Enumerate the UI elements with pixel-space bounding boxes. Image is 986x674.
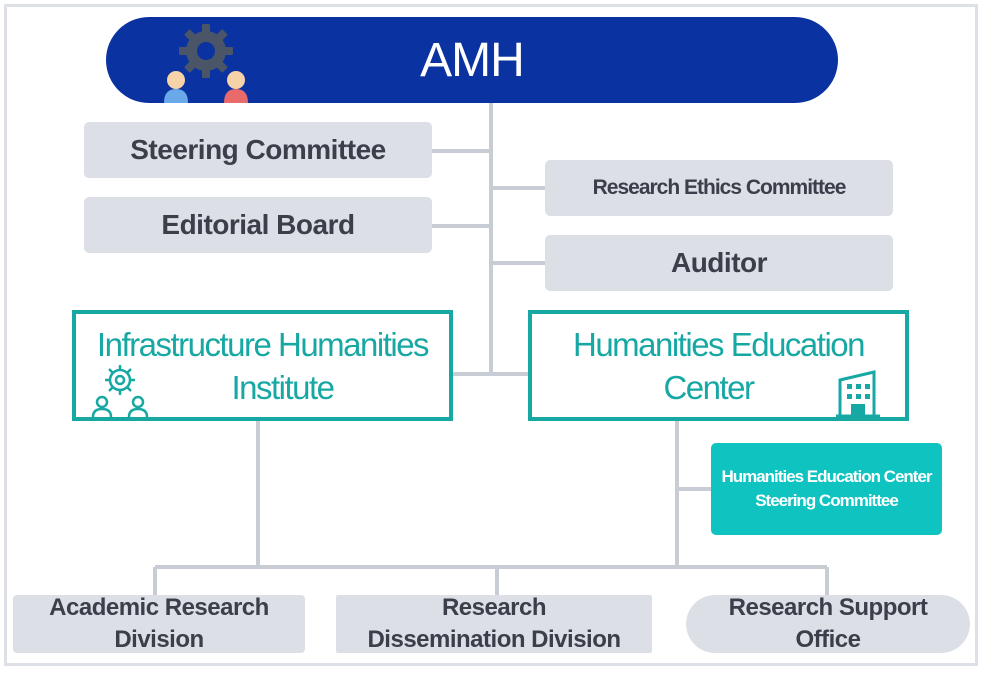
- institute-line2: Institute: [231, 368, 335, 406]
- institute-node: Infrastructure Humanities Institute: [72, 310, 453, 421]
- building-icon: [836, 370, 880, 418]
- research-dissemination-division-box: Research Dissemination Division: [336, 594, 652, 653]
- center-line2: Center: [663, 368, 755, 406]
- editorial-board-box: Editorial Board: [84, 197, 432, 253]
- steering-committee-box: Steering Committee: [84, 122, 432, 178]
- academic-research-division-box: Academic Research Division: [13, 594, 305, 653]
- auditor-label: Auditor: [670, 247, 768, 278]
- research-ethics-committee-label: Research Ethics Committee: [592, 176, 847, 199]
- steering-committee-label: Steering Committee: [130, 134, 386, 165]
- division-line1: Research: [441, 594, 547, 621]
- research-ethics-committee-box: Research Ethics Committee: [545, 160, 893, 216]
- gear-people-outline-icon: [91, 365, 149, 418]
- root-label: AMH: [420, 33, 525, 87]
- research-support-office-box: Research Support Office: [686, 594, 970, 653]
- center-committee-line2: Steering Committee: [755, 491, 899, 510]
- institute-line1: Infrastructure Humanities: [96, 325, 430, 363]
- division-line2: Division: [114, 626, 204, 653]
- center-committee-line1: Humanities Education Center: [721, 467, 932, 486]
- division-line2: Dissemination Division: [367, 626, 621, 653]
- root-node: AMH: [106, 17, 838, 103]
- division-line1: Academic Research: [49, 594, 269, 621]
- auditor-box: Auditor: [545, 235, 893, 291]
- division-line2: Office: [795, 626, 861, 653]
- division-line1: Research Support: [728, 594, 928, 621]
- center-steering-committee-box: Humanities Education Center Steering Com…: [711, 443, 942, 535]
- gear-people-icon: [164, 24, 248, 103]
- education-center-node: Humanities Education Center: [528, 310, 909, 421]
- center-line1: Humanities Education: [572, 325, 866, 363]
- editorial-board-label: Editorial Board: [161, 209, 355, 240]
